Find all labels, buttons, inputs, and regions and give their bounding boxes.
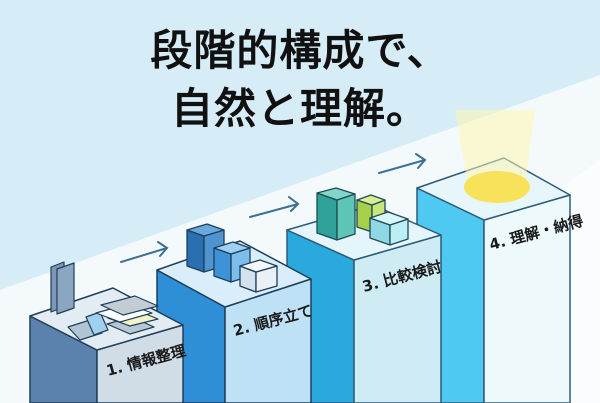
headline-line-1: 段階的構成で、 bbox=[150, 26, 450, 75]
documents-and-papers-icon bbox=[50, 261, 159, 341]
headline-line-2: 自然と理解。 bbox=[170, 84, 429, 133]
comparison-blocks-icon bbox=[316, 187, 409, 246]
arrow-icon bbox=[378, 153, 427, 174]
stacked-blocks-icon bbox=[186, 223, 278, 293]
arrow-icon bbox=[249, 196, 300, 218]
arrow-icon bbox=[120, 241, 169, 263]
light-spotlight-icon bbox=[455, 110, 535, 203]
